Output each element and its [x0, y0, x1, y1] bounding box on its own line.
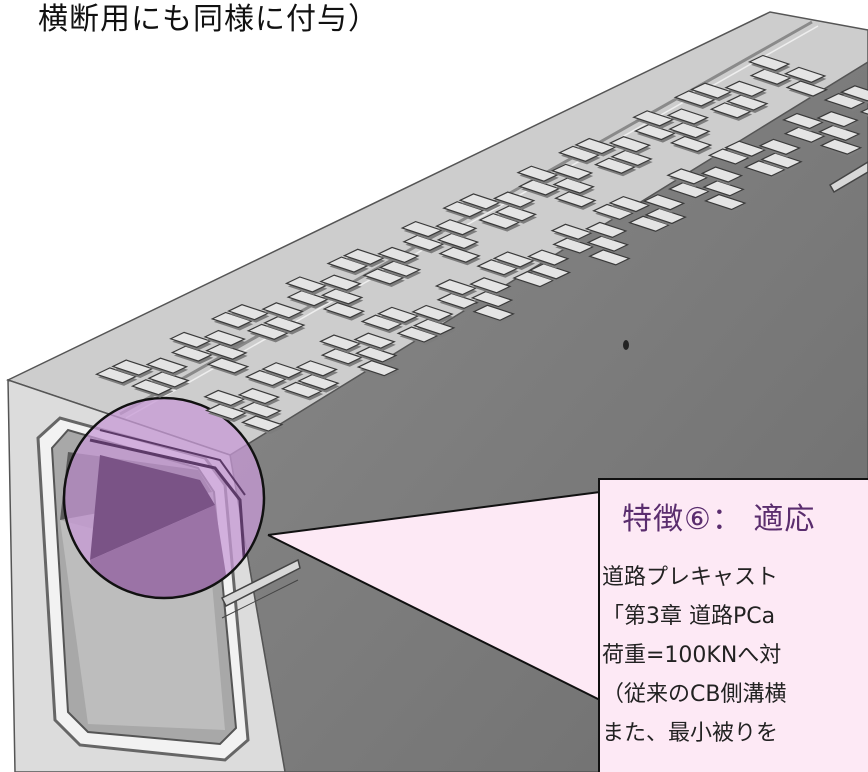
anti-slip-tile [816, 111, 859, 128]
callout-pointer [268, 492, 600, 700]
anti-slip-tile [320, 288, 364, 305]
callout-line: 「第3章 道路PCa [602, 604, 776, 629]
anti-slip-tile [644, 207, 687, 225]
top-caption: 横断用にも同様に付与） [38, 2, 379, 37]
anti-slip-tile [240, 415, 284, 432]
anti-slip-tile [783, 66, 827, 83]
highlight-lens [62, 396, 266, 600]
anti-slip-tile-pattern [94, 54, 868, 435]
anti-slip-tile [205, 343, 248, 360]
anti-slip-tile [528, 263, 572, 280]
anti-slip-tile [262, 315, 306, 333]
side-slot [220, 558, 301, 608]
anti-slip-tile [586, 235, 630, 252]
anti-slip-tile [494, 205, 538, 222]
anti-slip-tile [554, 191, 597, 208]
anti-slip-tile [760, 152, 803, 169]
anti-slip-tile [758, 138, 802, 155]
callout-pointer-line [267, 534, 601, 701]
anti-slip-tile [492, 191, 536, 208]
side-slot [828, 161, 868, 194]
feature-callout-box: 特徴⑥： 適応 道路プレキャスト 「第3章 道路PCa 荷重=100KNへ対 （… [598, 478, 868, 772]
anti-slip-tile [747, 54, 791, 72]
callout-text: 道路プレキャスト 「第3章 道路PCa 荷重=100KNへ対 （従来のCB側溝横… [602, 558, 868, 753]
anti-slip-tile [552, 177, 595, 194]
anti-slip-tile [356, 360, 400, 377]
anti-slip-tile [702, 180, 745, 197]
anti-slip-tile [610, 149, 653, 167]
anti-slip-tile [819, 138, 863, 155]
callout-line: また、最小被りを [602, 721, 779, 746]
anti-slip-tile [469, 277, 512, 294]
anti-slip-tile [438, 246, 481, 263]
anti-slip-tile [642, 194, 686, 211]
anti-slip-tile [412, 318, 456, 335]
anti-slip-tile [839, 85, 868, 102]
anti-slip-tile [470, 290, 514, 308]
anti-slip-tile [436, 232, 480, 250]
callout-title: 特徴⑥： 適応 [622, 502, 816, 537]
callout-line: 荷重=100KNへ対 [602, 643, 782, 668]
anti-slip-tile [295, 360, 339, 377]
anti-slip-tile [588, 249, 631, 266]
side-slot [221, 579, 299, 619]
anti-slip-tile [550, 163, 594, 180]
anti-slip-tile [145, 357, 189, 374]
anti-slip-tile [239, 401, 282, 418]
anti-slip-tile [297, 373, 340, 391]
anti-slip-tile [377, 246, 420, 264]
anti-slip-tile [703, 193, 747, 211]
anti-slip-tile [319, 274, 362, 291]
anti-slip-tile [434, 219, 478, 236]
anti-slip-tile [669, 135, 713, 153]
anti-slip-tile [526, 249, 570, 266]
anti-slip-tile [322, 301, 366, 319]
anti-slip-tile [203, 329, 247, 347]
callout-line: （従来のCB側溝横 [602, 682, 787, 707]
side-hole [623, 340, 629, 350]
anti-slip-tile [584, 221, 628, 239]
anti-slip-tile [472, 304, 515, 321]
anti-slip-tile [147, 371, 190, 388]
anti-slip-tile [666, 108, 710, 125]
anti-slip-tile [378, 260, 422, 277]
anti-slip-tile [237, 387, 281, 405]
anti-slip-tile [725, 94, 769, 111]
anti-slip-tile [668, 122, 711, 139]
anti-slip-tile [608, 136, 652, 153]
anti-slip-tile [817, 124, 861, 142]
callout-line: 道路プレキャスト [602, 565, 779, 590]
anti-slip-tile [411, 304, 454, 322]
anti-slip-tile [354, 346, 398, 363]
anti-slip-tile [700, 166, 744, 183]
anti-slip-tile [859, 107, 868, 115]
anti-slip-tile [785, 80, 829, 97]
anti-slip-tile [206, 357, 250, 374]
anti-slip-tile [353, 332, 396, 349]
anti-slip-tile [724, 80, 767, 97]
anti-slip-tile [261, 302, 304, 319]
callout-pointer-line [267, 491, 601, 536]
